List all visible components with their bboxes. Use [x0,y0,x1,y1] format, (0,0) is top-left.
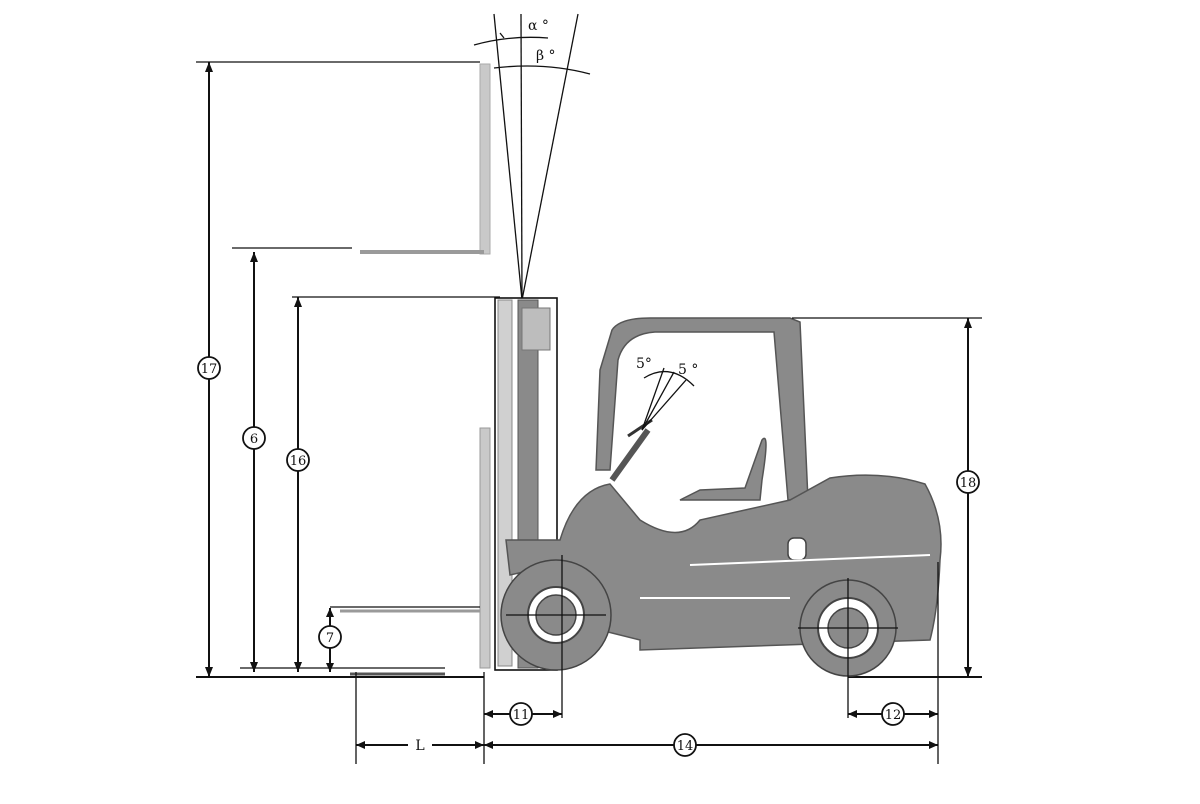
operator-seat [679,437,767,501]
dimension-11: 11 [484,702,562,726]
dimension-17-label: 17 [201,362,218,377]
dimension-16-label: 16 [290,454,307,469]
alpha-angle-label: α ° [528,18,549,34]
dimension-12-label: 12 [885,708,902,723]
raised-mast [196,61,491,255]
dimension-6: 6 [242,252,266,672]
dimension-7: 7 [318,608,342,672]
dimension-L: L [356,735,484,754]
dimension-18-label: 18 [960,476,977,491]
steer-tilt-right-label: 5 ° [678,362,698,378]
dimension-L-label: L [415,738,424,754]
dimension-14-label: 14 [677,739,694,754]
dimension-18: 18 [792,317,982,677]
steering-tilt-angles: 5° 5 ° [636,356,698,431]
dimension-6-label: 6 [250,432,258,447]
dimension-16: 16 [286,297,310,672]
overhead-guard [595,317,809,501]
steer-tilt-left-label: 5° [636,356,652,372]
dimension-12: 12 [848,702,938,726]
beta-angle-label: β ° [536,48,556,64]
dimension-14: 14 [484,733,938,757]
dimension-11-label: 11 [513,708,530,723]
dimension-7-label: 7 [326,631,334,646]
mast-tilt-angles: α ° β ° [473,13,591,301]
forklift-body [500,317,942,718]
dimension-17: 17 [197,62,221,677]
